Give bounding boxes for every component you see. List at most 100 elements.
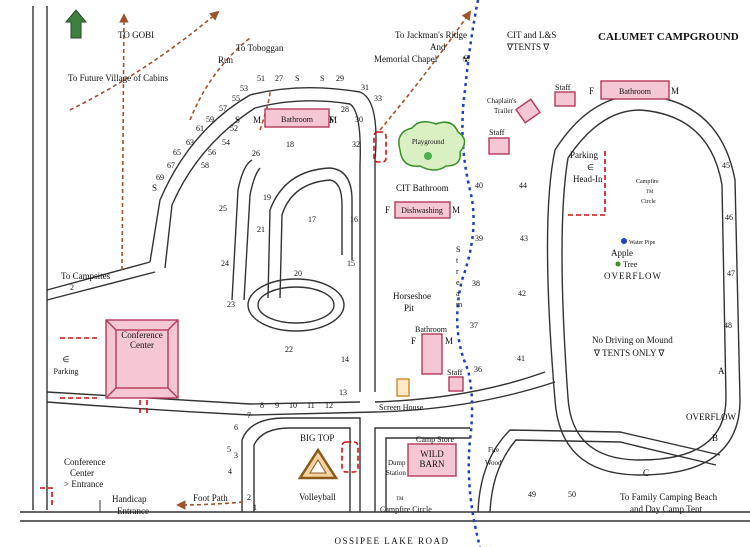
site-number-33: 33 [374,94,382,103]
site-number-51: 51 [257,74,265,83]
site-number-48: 48 [724,321,732,330]
label-to-family: To Family Camping Beach [620,492,718,502]
label-s-1: S [235,115,240,125]
label-fire-2: Wood [485,459,502,467]
label-screen-house: Screen House [379,403,424,412]
roads [20,6,750,522]
site-number-58: 58 [201,161,209,170]
site-number-54: 54 [222,138,230,147]
road-upper-loop [149,86,377,392]
site-number-41: 41 [517,354,525,363]
label-staff-1: Staff [555,83,571,92]
label-fire-1: Fire [488,446,499,454]
label-handicap-1: Handicap [112,494,147,504]
label-s-3: S [320,74,324,83]
label-water-pipe: Water Pipe [629,240,656,246]
label-staff-2: Staff [489,128,505,137]
road-campsites-link [46,261,156,301]
stream-letter: e [456,278,460,287]
label-to-campsites: To Campsites [61,271,111,281]
label-conf-entrance-3: > Entrance [64,479,103,489]
label-to-gobi: TO GOBI [118,30,154,40]
road-south-main [20,511,750,522]
bathroom-top-building [264,108,330,128]
label-no-driving: No Driving on Mound [592,335,673,345]
road-west-main [32,6,48,510]
staff-building-mid [488,137,510,155]
site-number-49: 49 [528,490,536,499]
screen-house-building [396,378,410,397]
label-overflow-2: OVERFLOW [686,412,737,422]
label-parking-left: Parking [54,367,79,376]
site-number-36: 36 [474,365,482,374]
label-future-village: To Future Village of Cabins [68,73,169,83]
label-to-jackmans: To Jackman's Ridge [395,30,467,40]
chapel-icon: ☢ [462,54,470,64]
road-big-loop-outer [546,94,741,476]
label-bathroom-mid: Bathroom [415,325,448,334]
playground-cloud [398,121,466,171]
label-camp-store: Camp Store [416,435,454,444]
dishwashing-building [394,201,451,219]
label-m-marker-3: M [452,205,460,215]
site-number-26: 26 [252,149,260,158]
site-number-40: 40 [475,181,483,190]
site-number-47: 47 [727,269,735,278]
label-tree: Tree [623,260,638,269]
site-number-17: 17 [308,215,316,224]
site-number-24: 24 [221,259,229,268]
site-number-16: 16 [350,215,358,224]
road-inner-loop [267,167,353,299]
label-parking-right-2: ∈ [587,163,594,172]
site-number-20: 20 [294,269,302,278]
label-m-marker-7: M [445,336,453,346]
site-number-52: 52 [230,124,238,133]
label-campfire-right-1: Campfire [636,178,659,185]
site-number-25: 25 [219,204,227,213]
site-number-65: 65 [173,148,181,157]
site-number-38: 38 [472,279,480,288]
label-a: A [718,366,725,376]
label-day-camp: and Day Camp Tent [630,504,702,514]
path-east-spur [259,91,271,131]
parking-lines [40,131,606,506]
conference-bevel [105,319,179,399]
site-number-53: 53 [240,84,248,93]
path-to-cabins [69,10,220,111]
label-pit: Pit [404,303,415,313]
big-top-tent-icon [297,447,339,480]
label-playground: Playground [412,138,445,146]
site-number-45: 45 [722,161,730,170]
label-dump-2: Station [386,469,406,477]
site-number-19: 19 [263,193,271,202]
label-conference-center: Conference [121,330,162,340]
parking-line-bigtop [341,441,359,473]
label-horseshoe: Horseshoe [393,291,431,301]
foot-paths [69,10,472,510]
site-number-61: 61 [196,124,204,133]
site-number-2-west: 2 [70,283,74,292]
road-firewood [477,429,721,513]
stream-letter: t [456,256,459,265]
parking-line-right [568,150,606,216]
bathroom-mid-building [421,333,443,375]
label-parking-right-3: Head-In [573,174,603,184]
label-f-marker-6: F [411,336,416,346]
site-number-8: 8 [260,401,264,410]
site-number-46: 46 [725,213,733,222]
label-run: Run [218,55,234,65]
label-tm-right: TM [646,190,654,195]
site-number-37: 37 [470,321,478,330]
road-big-top-loop [241,417,361,512]
stream-letter: r [456,267,459,276]
road-small-ellipse-inner [257,286,335,324]
water-pipe-icon [621,238,627,244]
label-m-marker-1: M [329,115,337,125]
label-apple: Apple [611,248,633,258]
label-overflow-1: OVERFLOW [604,271,662,281]
label-chaplains-1: Chaplain's [487,97,517,105]
staff-building-bottom [448,376,464,392]
stream-line [455,0,482,547]
label-cit-bathroom: CIT Bathroom [396,183,449,193]
